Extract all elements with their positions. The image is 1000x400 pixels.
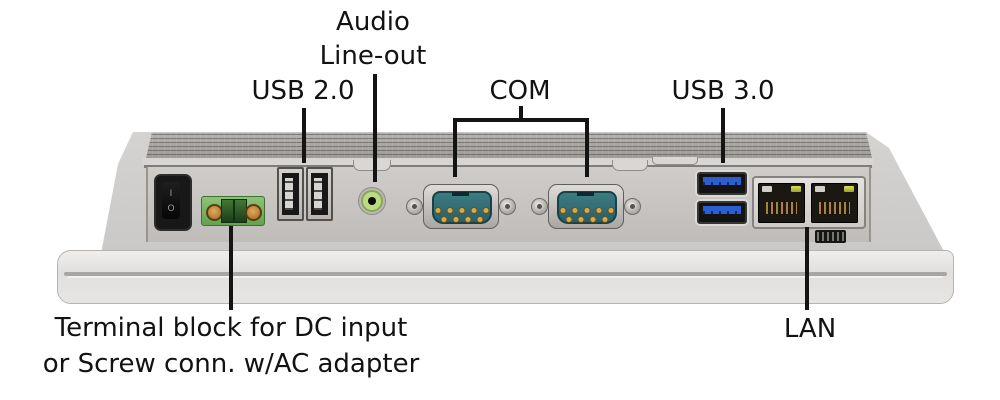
usb-tongue-blue (703, 177, 741, 185)
pointer-line-lan (805, 227, 809, 310)
pointer-line-com-bar (453, 118, 589, 122)
panel-top-edge (144, 165, 872, 168)
com-port-2 (510, 184, 660, 229)
callout-terminal-line2: or Screw conn. w/AC adapter (42, 349, 420, 379)
id-sticker (815, 230, 846, 243)
pointer-line-terminal (229, 226, 233, 310)
callout-usb3: USB 3.0 (671, 76, 775, 106)
panel-latch-tab (612, 160, 648, 171)
lan-led-left (815, 186, 825, 192)
callout-com: COM (489, 76, 551, 106)
callout-usb2: USB 2.0 (251, 76, 355, 106)
usb3-port-2 (697, 201, 747, 224)
pointer-line-usb3 (721, 108, 725, 163)
callout-terminal-block: Terminal block for DC input or Screw con… (43, 310, 420, 382)
com-pin-row (566, 217, 608, 222)
power-switch-rocker: I O (162, 182, 180, 219)
pointer-line-com-left (453, 118, 457, 177)
power-on-mark: I (169, 189, 173, 199)
com-dsub-insert (432, 191, 492, 224)
lan-bezel (752, 176, 866, 229)
com-pin-row (435, 208, 489, 213)
usb2-port-1 (277, 167, 304, 221)
com-screw-left (531, 198, 548, 215)
callout-audio-line2: Line-out (319, 41, 427, 71)
com-screw-right (499, 198, 516, 215)
usb-tongue (314, 178, 322, 210)
com-flange (548, 184, 624, 229)
lan-pins (766, 202, 797, 214)
lan-port-1 (758, 183, 805, 223)
com-pin-row (560, 208, 614, 213)
callout-audio-line1: Audio (336, 7, 410, 37)
vent-grille (146, 132, 872, 158)
com-dsub-insert (557, 191, 617, 224)
front-bezel (57, 250, 954, 304)
audio-line-out-jack (358, 187, 386, 215)
lan-led-right (844, 186, 854, 192)
com-key-notch (452, 192, 469, 196)
usb-tongue (285, 178, 293, 210)
terminal-screw-right (245, 204, 262, 221)
pointer-line-com-right (585, 118, 589, 177)
lan-port-2 (811, 183, 858, 223)
pointer-line-usb2 (302, 108, 306, 163)
lan-led-right (791, 186, 801, 192)
usb3-port-1 (697, 172, 747, 195)
usb2-port-2 (306, 167, 333, 221)
power-off-mark: O (167, 204, 175, 214)
com-pin-row (441, 217, 483, 222)
bezel-seam-highlight (68, 276, 943, 278)
com-screw-right (624, 198, 641, 215)
com-flange (423, 184, 499, 229)
callout-audio-line-out: Audio Line-out (320, 5, 427, 73)
panel-latch-tab (652, 157, 698, 165)
bezel-seam (64, 272, 947, 276)
callout-terminal-line1: Terminal block for DC input (54, 313, 408, 343)
panel-latch-tab (353, 160, 391, 171)
lan-led-left (762, 186, 772, 192)
pointer-line-com-stem (519, 106, 523, 121)
com-key-notch (577, 192, 594, 196)
panel-top-strip (142, 158, 874, 165)
terminal-wire-slot (221, 199, 234, 223)
usb-tongue-blue (703, 206, 741, 214)
dc-terminal-block (201, 196, 265, 226)
callout-lan: LAN (783, 314, 837, 344)
lan-pins (819, 202, 850, 214)
com-port-1 (385, 184, 535, 229)
pointer-line-audio (373, 74, 377, 182)
com-screw-left (406, 198, 423, 215)
audio-jack-hole (368, 197, 376, 205)
power-switch: I O (154, 174, 192, 231)
